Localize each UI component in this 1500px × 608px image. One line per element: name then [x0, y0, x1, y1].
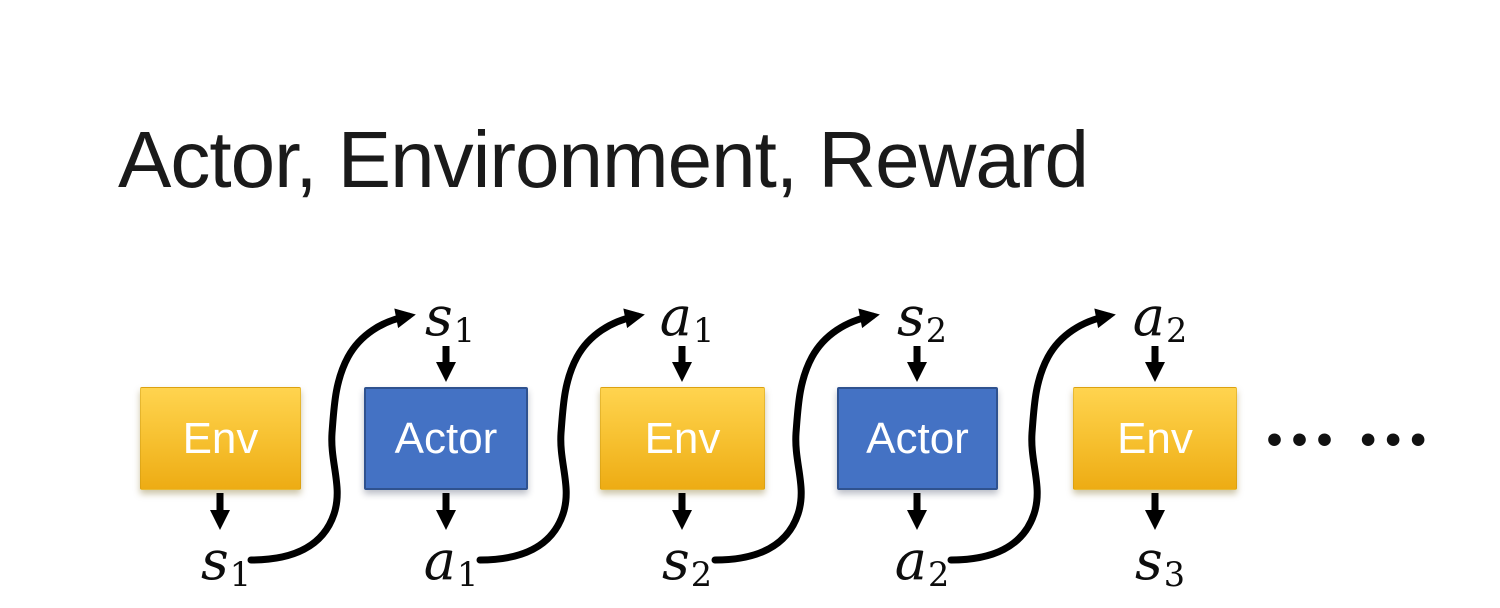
label-sub: 2	[925, 311, 948, 351]
ellipsis-dots: ••• •••	[1263, 421, 1432, 462]
state-label-top-s2: s2	[897, 290, 947, 348]
label-sub: 1	[229, 555, 252, 595]
state-label-top-s1: s1	[425, 290, 475, 348]
action-label-top-a2: a2	[1133, 290, 1188, 348]
label-base: a	[1132, 285, 1165, 348]
actor-box-1-label: Actor	[394, 413, 498, 463]
state-label-bottom-s3: s3	[1135, 534, 1185, 592]
label-base: s	[424, 285, 453, 348]
label-sub: 2	[1165, 311, 1188, 351]
label-base: a	[894, 529, 927, 592]
label-base: s	[200, 529, 229, 592]
env-box-1-label: Env	[182, 413, 259, 463]
actor-box-1: Actor	[364, 387, 528, 490]
slide-title: Actor, Environment, Reward	[118, 115, 1089, 204]
label-sub: 1	[456, 555, 479, 595]
env-box-2-label: Env	[644, 413, 721, 463]
label-base: s	[661, 529, 690, 592]
label-sub: 1	[453, 311, 476, 351]
label-sub: 1	[692, 311, 715, 351]
state-label-bottom-s2: s2	[662, 534, 712, 592]
label-base: s	[1134, 529, 1163, 592]
action-label-bottom-a1: a1	[424, 534, 479, 592]
env-box-3-label: Env	[1117, 413, 1193, 463]
label-base: a	[659, 285, 692, 348]
label-base: a	[423, 529, 456, 592]
env-box-3: Env	[1073, 387, 1237, 490]
label-sub: 2	[690, 555, 713, 595]
label-sub: 2	[927, 555, 950, 595]
label-base: s	[896, 285, 925, 348]
actor-box-2: Actor	[837, 387, 998, 490]
label-sub: 3	[1163, 555, 1186, 595]
action-label-bottom-a2: a2	[895, 534, 950, 592]
state-label-bottom-s1: s1	[201, 534, 251, 592]
env-box-1: Env	[140, 387, 301, 490]
action-label-top-a1: a1	[660, 290, 715, 348]
actor-box-2-label: Actor	[866, 413, 969, 463]
env-box-2: Env	[600, 387, 765, 490]
